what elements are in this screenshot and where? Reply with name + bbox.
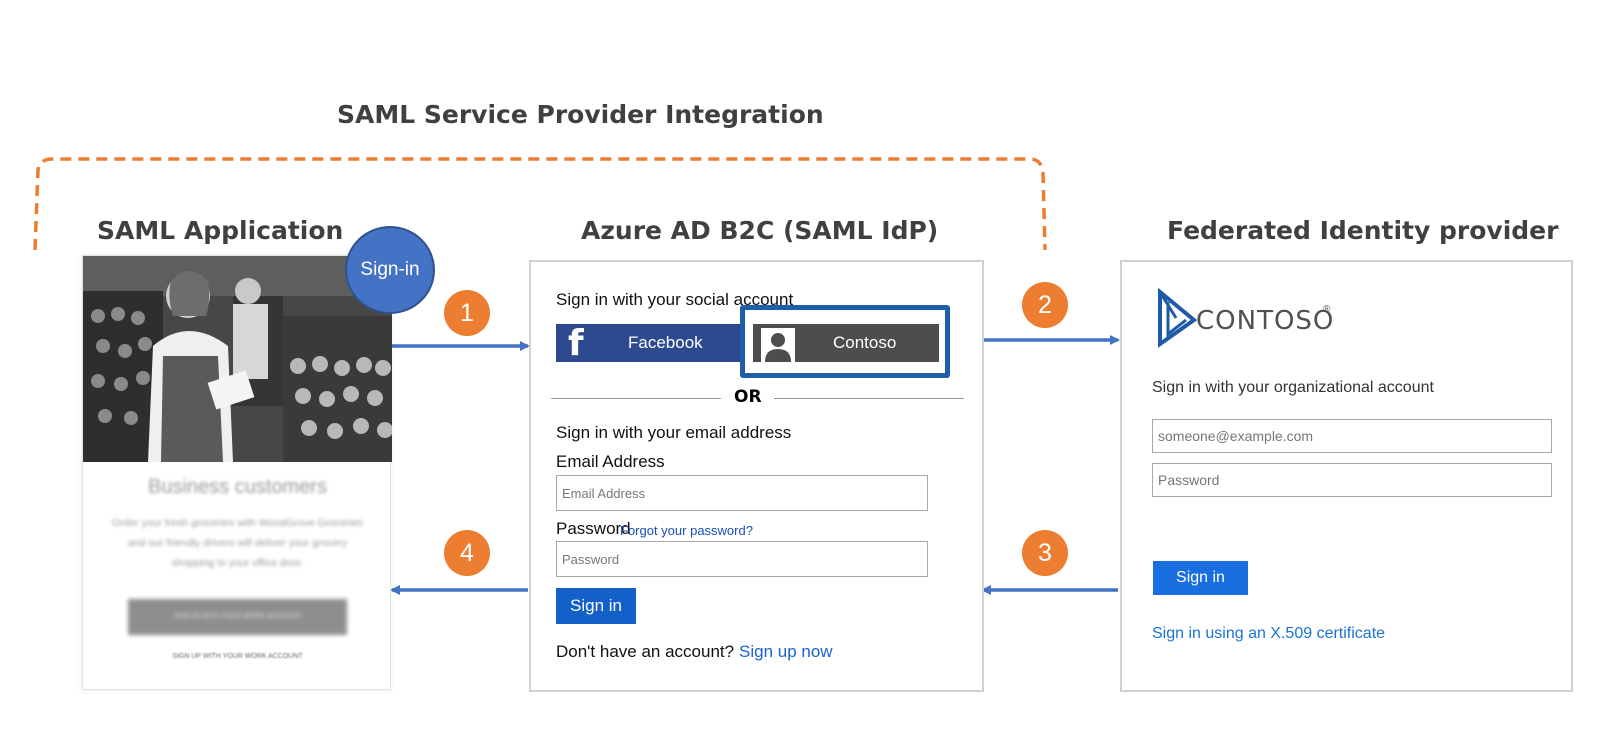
federated-password-input[interactable]: Password: [1152, 463, 1552, 497]
federated-signin-panel: CONTOSO ® Sign in with your organization…: [1120, 260, 1573, 692]
email-address-heading: Sign in with your email address: [556, 423, 792, 442]
saml-application-panel: Business customers Order your fresh groc…: [82, 255, 392, 690]
social-account-heading: Sign in with your social account: [556, 290, 794, 309]
contoso-logo-text: CONTOSO: [1196, 306, 1335, 336]
contoso-button[interactable]: Contoso: [753, 324, 939, 362]
sign-in-work-account-label: SIGN IN WITH YOUR WORK ACCOUNT: [173, 613, 302, 620]
contoso-logo-registered-mark: ®: [1323, 304, 1331, 315]
x509-certificate-link[interactable]: Sign in using an X.509 certificate: [1152, 625, 1386, 642]
password-label: Password: [556, 519, 631, 538]
sign-in-badge: Sign-in: [345, 226, 435, 314]
or-divider-right: [774, 398, 964, 399]
step-4-badge: 4: [444, 530, 490, 576]
step-1-badge: 1: [444, 290, 490, 336]
business-customers-body: Order your fresh groceries with WoodGrov…: [111, 517, 364, 569]
grocery-store-photo: [83, 256, 392, 462]
business-customers-heading: Business customers: [148, 476, 327, 498]
or-divider-left: [551, 398, 721, 399]
saml-application-heading: SAML Application: [97, 216, 344, 245]
email-label: Email Address: [556, 452, 665, 471]
federated-sign-in-button[interactable]: Sign in: [1153, 561, 1248, 595]
facebook-button[interactable]: f Facebook: [556, 324, 746, 362]
or-divider-label: OR: [734, 387, 762, 407]
contoso-label: Contoso: [833, 333, 897, 352]
password-input[interactable]: Password: [556, 541, 928, 577]
forgot-password-link[interactable]: Forgot your password?: [620, 523, 753, 538]
azure-signin-panel: Sign in with your social account f Faceb…: [529, 260, 984, 692]
azure-sign-in-button[interactable]: Sign in: [556, 588, 636, 624]
diagram-title: SAML Service Provider Integration: [337, 100, 824, 129]
sign-up-work-account-link[interactable]: SIGN UP WITH YOUR WORK ACCOUNT: [172, 653, 303, 660]
no-account-text: Don't have an account?: [556, 642, 735, 661]
sign-up-now-link[interactable]: Sign up now: [739, 642, 833, 661]
federated-email-input[interactable]: someone@example.com: [1152, 419, 1552, 453]
step-2-badge: 2: [1022, 282, 1068, 328]
azure-heading: Azure AD B2C (SAML IdP): [581, 216, 939, 245]
contoso-logo-icon: [1158, 288, 1198, 348]
email-input[interactable]: Email Address: [556, 475, 928, 511]
organizational-account-prompt: Sign in with your organizational account: [1152, 379, 1434, 396]
step-3-badge: 3: [1022, 530, 1068, 576]
person-icon: [761, 328, 795, 362]
sign-in-work-account-button[interactable]: SIGN IN WITH YOUR WORK ACCOUNT: [128, 599, 347, 635]
facebook-icon: f: [568, 323, 584, 364]
facebook-label: Facebook: [628, 333, 703, 352]
federated-heading: Federated Identity provider: [1167, 216, 1559, 245]
